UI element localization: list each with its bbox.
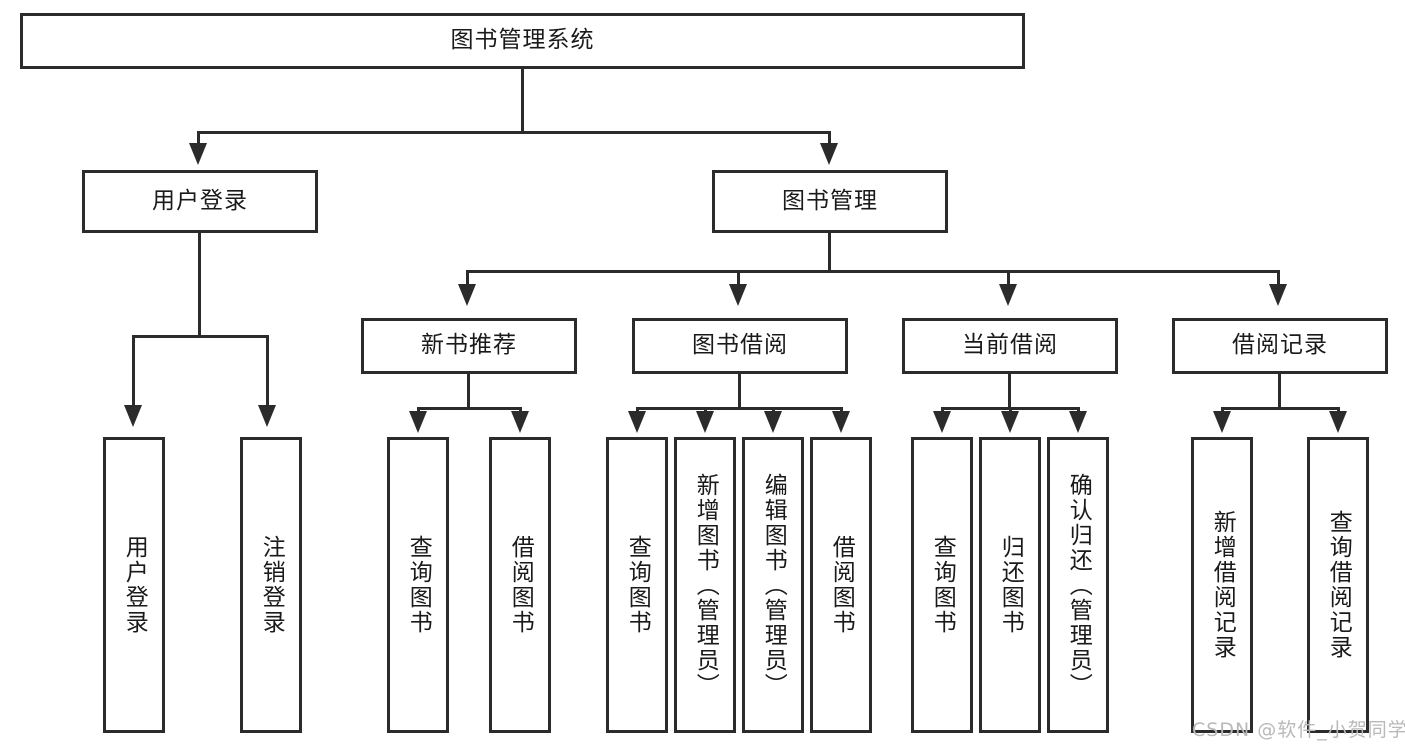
node-book-manage[interactable]: 图书管理	[712, 170, 948, 233]
edge-to-book-borrow	[737, 270, 740, 286]
edge-to-borrow-record	[1277, 270, 1280, 286]
edge-current-borrow-drop-1	[941, 407, 944, 413]
node-label: 查询图书	[929, 535, 956, 635]
node-label: 查询图书	[405, 535, 432, 635]
node-new-book-recommend[interactable]: 新书推荐	[361, 318, 577, 374]
edge-book-borrow-drop-2	[704, 407, 707, 413]
node-borrow-record[interactable]: 借阅记录	[1172, 318, 1388, 374]
edge-borrow-record-bus	[1221, 407, 1340, 410]
arrowhead-leaf-query-book-1	[409, 411, 427, 433]
arrowhead-book-borrow	[729, 284, 747, 306]
arrowhead-leaf-borrow-book-2	[832, 411, 850, 433]
leaf-logout[interactable]: 注销登录	[240, 437, 302, 733]
arrowhead-borrow-record	[1269, 284, 1287, 306]
leaf-query-book-current[interactable]: 查询图书	[911, 437, 973, 733]
arrowhead-current-borrow	[999, 284, 1017, 306]
arrowhead-leaf-user-login	[124, 405, 142, 427]
edge-book-manage-stem	[828, 233, 831, 270]
arrowhead-book-manage	[820, 143, 838, 165]
edge-new-book-bus	[417, 407, 522, 410]
leaf-edit-book-admin[interactable]: 编辑图书（管理员）	[742, 437, 804, 733]
leaf-borrow-book-recommend[interactable]: 借阅图书	[489, 437, 551, 733]
edge-book-borrow-drop-4	[840, 407, 843, 413]
edge-level2-bus	[197, 131, 831, 134]
arrowhead-leaf-edit-book	[764, 411, 782, 433]
edge-to-current-borrow	[1007, 270, 1010, 286]
edge-to-book-manage	[828, 131, 831, 145]
edge-user-login-drop-2	[266, 335, 269, 407]
edge-current-borrow-drop-3	[1077, 407, 1080, 413]
node-label: 用户登录	[152, 187, 248, 214]
node-label: 查询图书	[624, 535, 651, 635]
node-label: 归还图书	[997, 535, 1024, 635]
node-label: 图书管理	[782, 187, 878, 214]
arrowhead-leaf-query-record	[1329, 411, 1347, 433]
node-root-system[interactable]: 图书管理系统	[20, 13, 1025, 69]
edge-level3-bus	[466, 270, 1280, 273]
arrowhead-leaf-add-record	[1213, 411, 1231, 433]
node-current-borrow[interactable]: 当前借阅	[902, 318, 1118, 374]
node-label: 图书管理系统	[450, 27, 595, 54]
edge-root-stem	[521, 69, 524, 131]
edge-book-borrow-stem	[738, 374, 741, 407]
node-label: 借阅记录	[1232, 332, 1328, 359]
edge-user-login-bus	[132, 335, 269, 338]
leaf-query-book-borrow[interactable]: 查询图书	[606, 437, 668, 733]
edge-current-borrow-drop-2	[1009, 407, 1012, 413]
node-label: 用户登录	[121, 535, 148, 635]
edge-book-borrow-bus	[636, 407, 843, 410]
node-label: 查询借阅记录	[1325, 510, 1352, 660]
watermark-csdn: CSDN @软件_小贺同学	[1192, 715, 1405, 742]
node-label: 借阅图书	[507, 535, 534, 635]
edge-borrow-record-stem	[1278, 374, 1281, 407]
arrowhead-leaf-query-book-3	[933, 411, 951, 433]
leaf-query-book-recommend[interactable]: 查询图书	[387, 437, 449, 733]
leaf-user-login[interactable]: 用户登录	[103, 437, 165, 733]
arrowhead-leaf-logout	[258, 405, 276, 427]
node-label: 新增图书（管理员）	[692, 472, 719, 698]
leaf-add-book-admin[interactable]: 新增图书（管理员）	[674, 437, 736, 733]
arrowhead-leaf-return-book	[1001, 411, 1019, 433]
node-label: 图书借阅	[692, 332, 788, 359]
edge-to-new-book	[466, 270, 469, 286]
node-label: 编辑图书（管理员）	[760, 472, 787, 698]
leaf-return-book[interactable]: 归还图书	[979, 437, 1041, 733]
edge-new-book-drop-2	[519, 407, 522, 413]
arrowhead-leaf-confirm-return	[1069, 411, 1087, 433]
arrowhead-new-book	[458, 284, 476, 306]
leaf-borrow-book[interactable]: 借阅图书	[810, 437, 872, 733]
arrowhead-user-login	[189, 143, 207, 165]
arrowhead-leaf-add-book	[696, 411, 714, 433]
node-label: 确认归还（管理员）	[1065, 472, 1092, 698]
node-user-login[interactable]: 用户登录	[82, 170, 318, 233]
leaf-add-borrow-record[interactable]: 新增借阅记录	[1191, 437, 1253, 733]
edge-current-borrow-stem	[1008, 374, 1011, 407]
arrowhead-leaf-borrow-book-1	[511, 411, 529, 433]
edge-new-book-drop-1	[417, 407, 420, 413]
node-label: 借阅图书	[828, 535, 855, 635]
leaf-confirm-return-admin[interactable]: 确认归还（管理员）	[1047, 437, 1109, 733]
edge-user-login-drop-1	[132, 335, 135, 407]
node-book-borrow[interactable]: 图书借阅	[632, 318, 848, 374]
edge-book-borrow-drop-1	[636, 407, 639, 413]
edge-book-borrow-drop-3	[772, 407, 775, 413]
leaf-query-borrow-record[interactable]: 查询借阅记录	[1307, 437, 1369, 733]
arrowhead-leaf-query-book-2	[628, 411, 646, 433]
edge-to-user-login	[197, 131, 200, 145]
node-label: 注销登录	[258, 535, 285, 635]
node-label: 新增借阅记录	[1209, 510, 1236, 660]
node-label: 新书推荐	[421, 332, 517, 359]
watermark-text: CSDN @软件_小贺同学	[1192, 719, 1405, 741]
edge-new-book-stem	[467, 374, 470, 407]
node-label: 当前借阅	[962, 332, 1058, 359]
edge-borrow-record-drop-2	[1337, 407, 1340, 413]
edge-user-login-stem	[198, 233, 201, 335]
edge-borrow-record-drop-1	[1221, 407, 1224, 413]
